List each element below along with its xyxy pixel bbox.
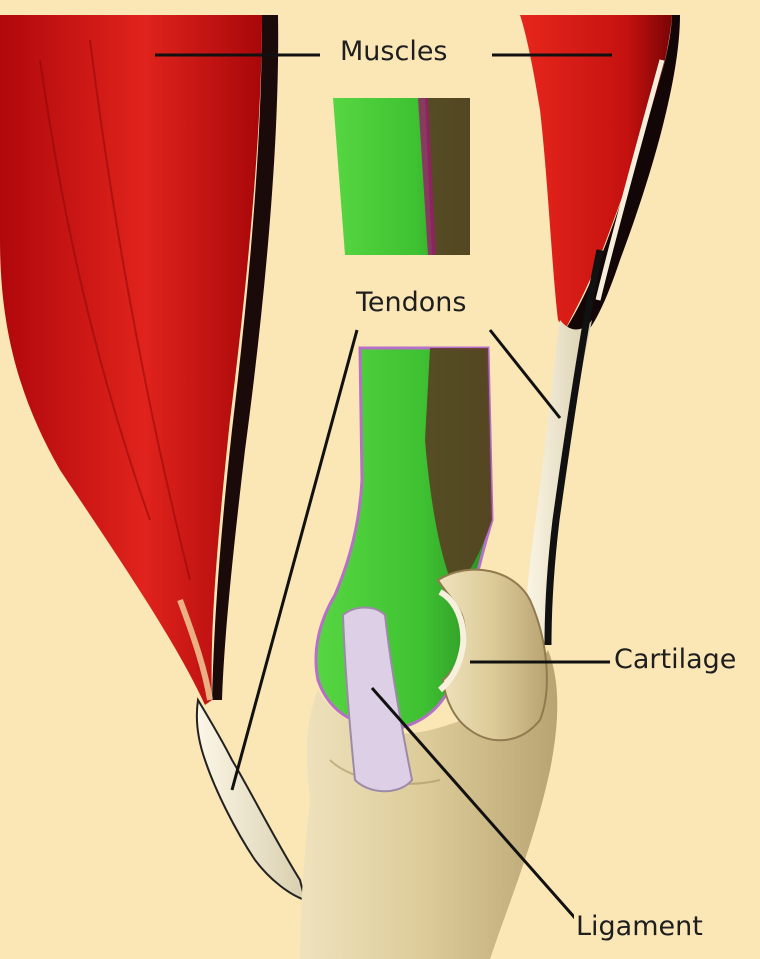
tendons-leader-right (490, 330, 560, 418)
cartilage-label: Cartilage (612, 644, 738, 676)
ligament-label: Ligament (574, 911, 705, 943)
tendons-label: Tendons (350, 287, 472, 319)
left-tendon (197, 700, 305, 900)
left-muscle (0, 15, 278, 705)
femur-upper (333, 98, 470, 255)
muscles-label: Muscles (334, 36, 454, 68)
